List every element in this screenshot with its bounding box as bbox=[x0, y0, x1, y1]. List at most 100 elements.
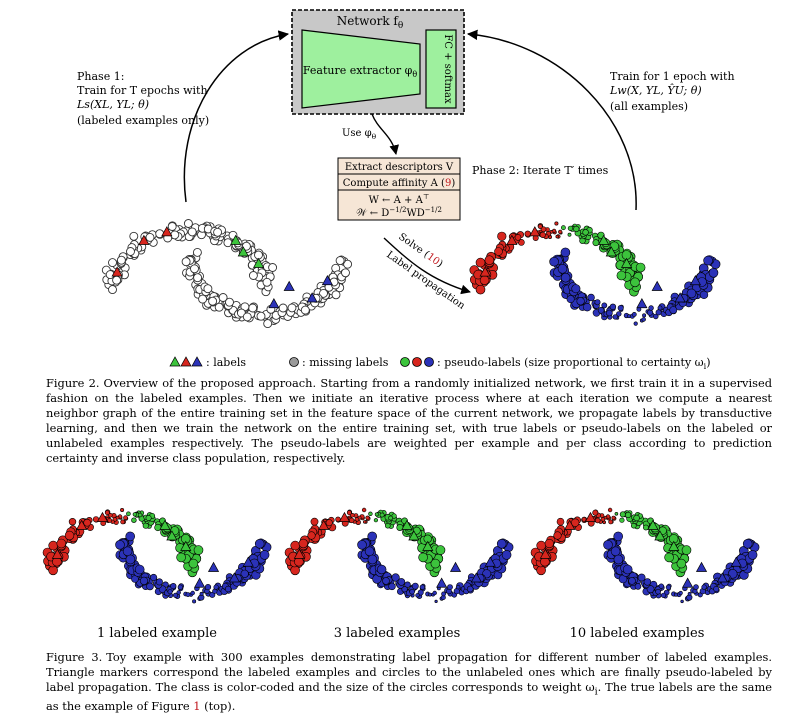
scatter-point bbox=[155, 578, 163, 586]
step-affinity: Compute affinity A (9) bbox=[343, 178, 456, 189]
scatter-point bbox=[703, 255, 713, 266]
scatter-point bbox=[331, 290, 341, 300]
scatter-point bbox=[573, 225, 580, 233]
triangle-marker bbox=[318, 519, 330, 530]
scatter-point bbox=[349, 517, 355, 524]
scatter-point bbox=[631, 311, 637, 317]
scatter-point bbox=[126, 511, 131, 517]
scatter-point bbox=[669, 306, 678, 314]
scatter-point bbox=[346, 510, 352, 516]
scatter-point bbox=[167, 589, 173, 595]
circle-blue-icon bbox=[424, 357, 434, 367]
scatter-point bbox=[614, 511, 619, 516]
scatter-point bbox=[254, 538, 265, 549]
triangle-icon-red bbox=[180, 356, 192, 367]
scatter-point bbox=[248, 303, 258, 313]
scatter-point bbox=[628, 577, 636, 585]
scatter-point bbox=[419, 584, 426, 590]
scatter-point bbox=[630, 277, 640, 288]
scatter-10-labeled bbox=[530, 507, 760, 604]
scatter-point bbox=[188, 558, 199, 569]
triangle-marker bbox=[422, 540, 434, 551]
scatter-point bbox=[544, 538, 554, 549]
scatter-pseudo-labels bbox=[469, 221, 721, 326]
scatter-point bbox=[379, 512, 385, 518]
scatter-point bbox=[539, 231, 546, 238]
phase1-arrow bbox=[183, 30, 290, 203]
scatter-point bbox=[566, 295, 575, 304]
scatter-point bbox=[170, 582, 177, 590]
scatter-point bbox=[382, 577, 390, 585]
scatter-point bbox=[634, 583, 642, 590]
scatter-point bbox=[134, 564, 145, 575]
scatter-point bbox=[686, 288, 697, 299]
scatter-1-labeled bbox=[42, 507, 272, 604]
triangle-marker bbox=[283, 280, 295, 291]
scatter-point bbox=[514, 234, 522, 241]
scatter-point bbox=[594, 517, 601, 524]
scatter-point bbox=[300, 305, 310, 315]
triangle-marker bbox=[716, 572, 728, 583]
scatter-point bbox=[142, 522, 149, 529]
scatter-point bbox=[198, 294, 208, 304]
scatter-point bbox=[657, 305, 663, 311]
scatter-point bbox=[417, 589, 424, 596]
scatter-point bbox=[687, 592, 692, 596]
scatter-point bbox=[611, 515, 616, 520]
triangle-marker bbox=[584, 511, 597, 522]
triangle-marker bbox=[321, 275, 334, 286]
scatter-point bbox=[137, 512, 143, 518]
scatter-point bbox=[357, 539, 367, 550]
scatter-point bbox=[554, 221, 559, 226]
scatter-point bbox=[581, 516, 587, 522]
circle-green-icon bbox=[400, 357, 410, 367]
triangle-marker bbox=[96, 511, 109, 522]
scatter-point bbox=[434, 599, 438, 604]
triangle-marker bbox=[730, 556, 742, 567]
scatter-point bbox=[278, 303, 288, 313]
triangle-marker bbox=[401, 519, 413, 530]
scatter-point bbox=[173, 592, 179, 598]
scatter-point bbox=[576, 297, 585, 306]
phase-right-text: Train for 1 epoch with Lw(X, YL, ŶU; θ) … bbox=[609, 70, 735, 113]
scatter-point bbox=[388, 515, 393, 521]
scatter-point bbox=[155, 229, 165, 239]
scatter-point bbox=[435, 545, 446, 555]
scatter-point bbox=[587, 293, 595, 302]
scatter-point bbox=[643, 578, 652, 586]
scatter-point bbox=[619, 517, 625, 523]
scatter-point bbox=[560, 272, 571, 283]
scatter-point bbox=[64, 530, 75, 541]
scatter-point bbox=[259, 550, 270, 560]
use-label: Use φθ bbox=[342, 128, 377, 141]
svg-text:Train for 1 epoch with: Train for 1 epoch with bbox=[610, 70, 735, 83]
triangle-marker bbox=[449, 561, 462, 572]
scatter-point bbox=[139, 576, 149, 586]
scatter-point bbox=[185, 592, 191, 597]
triangle-marker bbox=[408, 530, 420, 541]
scatter-point bbox=[83, 518, 91, 527]
scatter-point bbox=[365, 515, 370, 520]
scatter-point bbox=[373, 518, 379, 523]
step-symmetrize: W ← A + A⊤ bbox=[369, 193, 430, 206]
scatter-point bbox=[497, 231, 507, 241]
scatter-point bbox=[374, 512, 379, 517]
triangle-marker bbox=[647, 519, 659, 530]
triangle-marker bbox=[228, 572, 240, 583]
scatter-point bbox=[349, 512, 355, 518]
scatter-point bbox=[642, 313, 647, 318]
scatter-point bbox=[190, 590, 195, 596]
scatter-3-labeled bbox=[284, 507, 514, 604]
scatter-point bbox=[592, 239, 600, 247]
scatter-point bbox=[680, 599, 684, 604]
scatter-point bbox=[122, 546, 133, 557]
scatter-point bbox=[613, 531, 624, 542]
triangle-marker bbox=[166, 530, 178, 541]
scatter-point bbox=[388, 582, 396, 591]
scatter-point bbox=[116, 255, 126, 265]
scatter-point bbox=[570, 518, 580, 527]
scatter-point bbox=[298, 538, 308, 549]
triangle-marker bbox=[252, 257, 265, 268]
scatter-point bbox=[660, 592, 667, 598]
